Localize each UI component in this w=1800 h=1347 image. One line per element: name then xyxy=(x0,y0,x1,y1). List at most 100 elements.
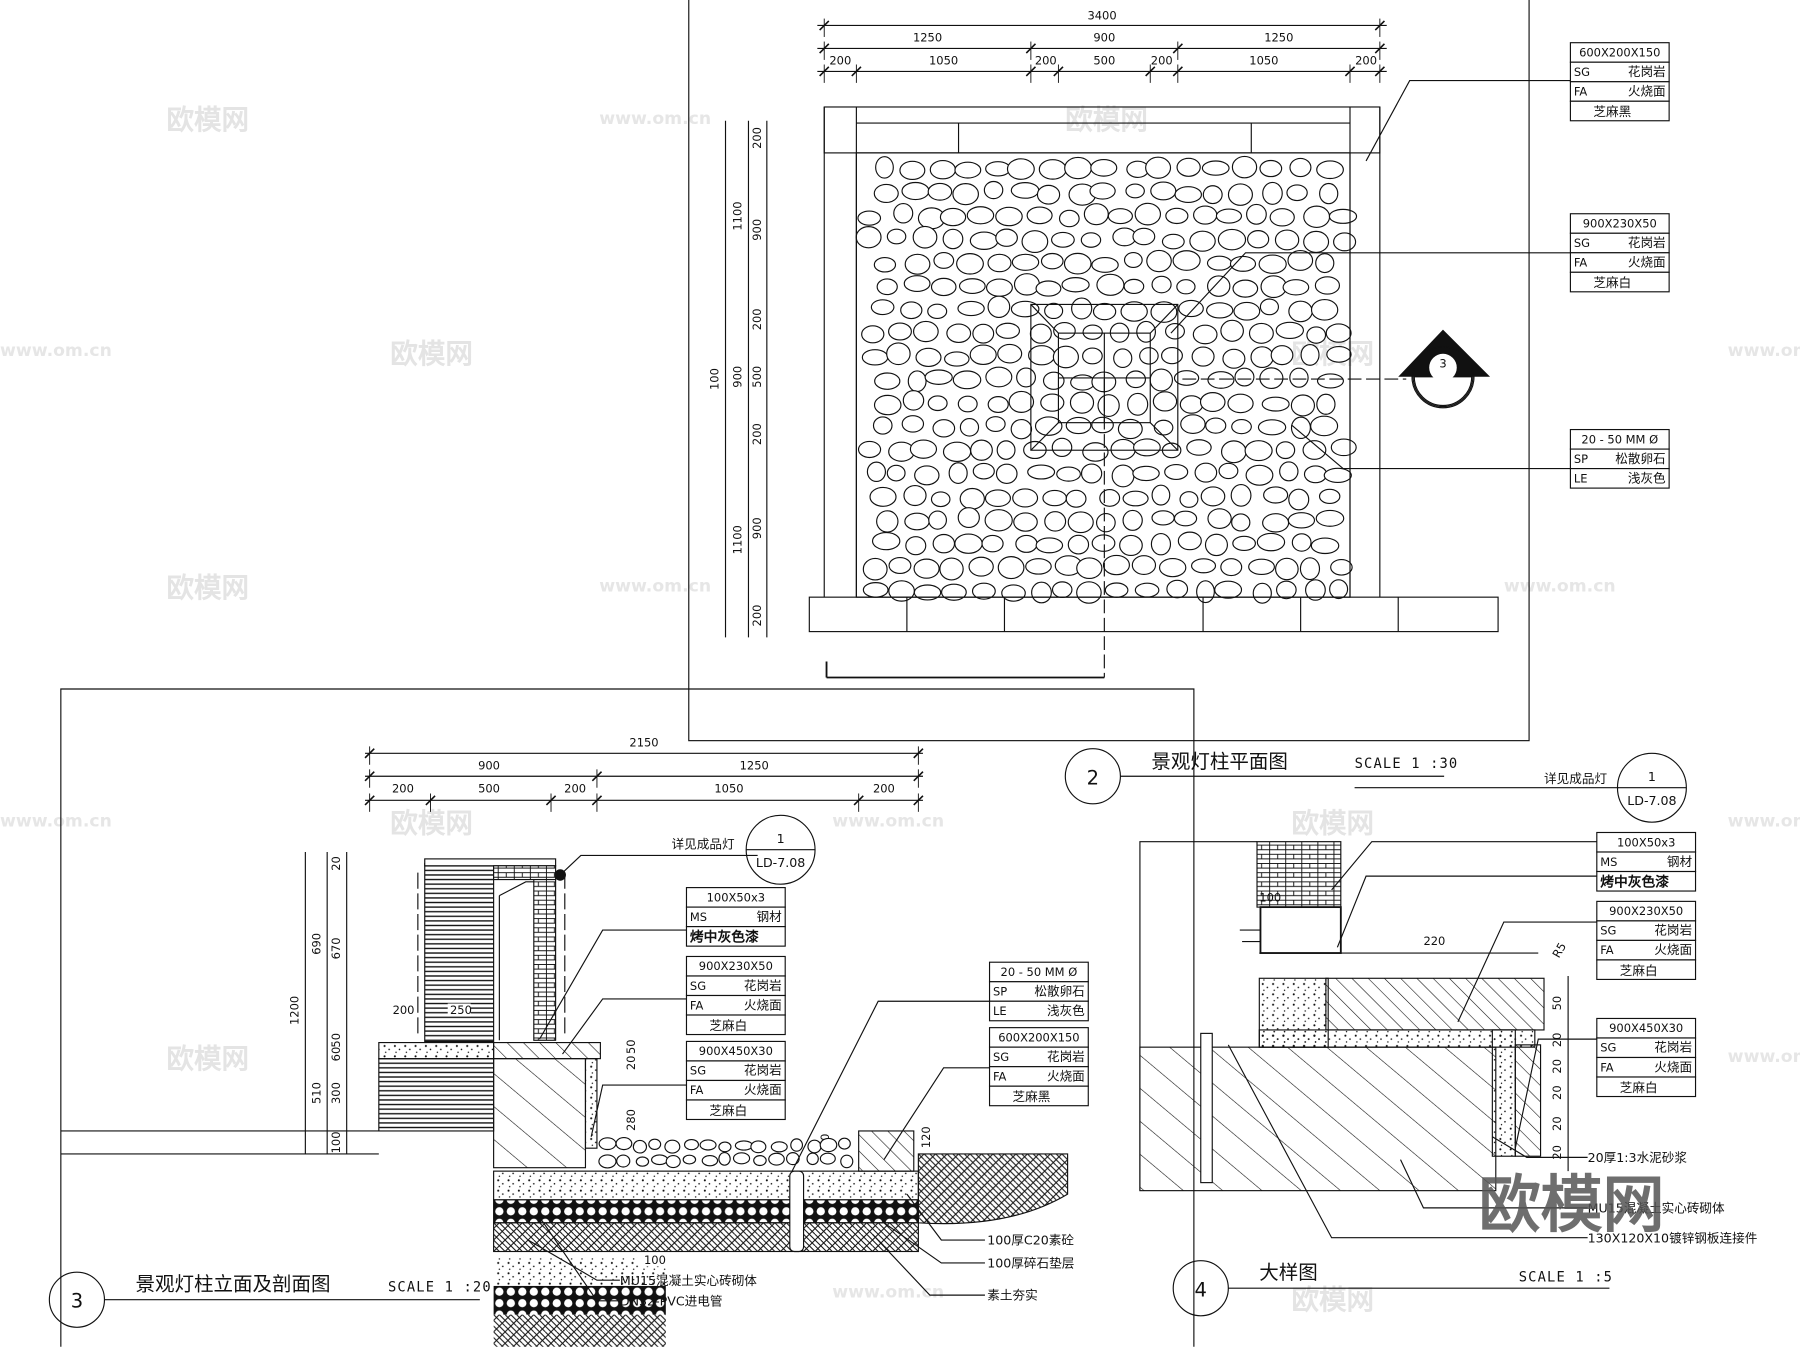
pebble xyxy=(948,462,968,485)
svg-text:欧模网: 欧模网 xyxy=(166,572,249,604)
tag-code: FA xyxy=(1600,1060,1614,1074)
svg-text:2150: 2150 xyxy=(629,735,658,749)
svg-text:www.om.cn: www.om.cn xyxy=(0,341,112,361)
pebble xyxy=(1314,276,1341,295)
pebble xyxy=(987,396,1009,414)
svg-text:900: 900 xyxy=(478,758,500,772)
tag-code: SG xyxy=(993,1050,1009,1064)
pebble xyxy=(1042,489,1068,507)
svg-text:20: 20 xyxy=(1550,1145,1564,1160)
pebble xyxy=(1158,557,1187,578)
tag-code: SG xyxy=(1600,924,1616,938)
pebble xyxy=(1082,442,1109,462)
pebble xyxy=(1053,321,1076,340)
tag-value: 火烧面 xyxy=(1628,255,1666,270)
pebble xyxy=(1061,277,1090,293)
pebble xyxy=(1191,346,1215,367)
pebble xyxy=(1330,558,1353,576)
pebble xyxy=(957,507,980,529)
pebble xyxy=(1287,249,1314,271)
pebble xyxy=(1013,273,1040,296)
pebble xyxy=(734,1140,754,1151)
tag-code: FA xyxy=(690,998,704,1012)
pebble xyxy=(1028,345,1056,366)
pebble xyxy=(1258,254,1287,274)
svg-text:www.om.cn: www.om.cn xyxy=(0,812,112,832)
pebble xyxy=(1139,347,1159,365)
svg-text:20: 20 xyxy=(1550,1085,1564,1100)
pebble xyxy=(1227,183,1253,206)
pebble xyxy=(632,1139,648,1154)
pebble xyxy=(873,183,899,204)
pebble xyxy=(958,278,986,294)
svg-text:SCALE 1 :30: SCALE 1 :30 xyxy=(1355,756,1459,772)
pebble xyxy=(1177,531,1202,551)
pebble xyxy=(1279,461,1299,482)
pebble xyxy=(940,583,967,601)
detail-callouts: 20厚1:3水泥砂浆 MU15混凝土实心砖砌体 130X120X10镀锌钢板连接… xyxy=(1588,1150,1758,1245)
pebble xyxy=(1123,252,1143,269)
pebble xyxy=(1282,279,1310,296)
tag-code: SG xyxy=(690,979,706,993)
pebble xyxy=(1275,441,1296,460)
tag-material: 芝麻白 xyxy=(1620,1080,1658,1095)
pebble xyxy=(1207,275,1231,297)
pebble xyxy=(1318,488,1341,505)
pebble xyxy=(904,512,930,531)
pebble xyxy=(1076,557,1103,580)
svg-text:200: 200 xyxy=(750,127,764,149)
pebble xyxy=(1180,414,1206,434)
pebble xyxy=(1013,512,1038,532)
pebble xyxy=(1034,416,1063,436)
svg-text:200: 200 xyxy=(392,781,414,795)
svg-text:欧模网: 欧模网 xyxy=(166,1043,249,1075)
tag-value: 花岗岩 xyxy=(744,1063,782,1078)
pebble xyxy=(1080,463,1103,484)
detail-lamp-reference: 详见成品灯 1 LD-7.08 xyxy=(1354,752,1687,823)
pebble xyxy=(1150,301,1178,323)
pebble xyxy=(1026,206,1053,225)
tag-spec: 100X50x3 xyxy=(707,890,765,904)
pebble xyxy=(1218,462,1239,480)
pebble xyxy=(1232,535,1256,552)
pebble xyxy=(1222,348,1246,369)
pebble xyxy=(1231,513,1251,532)
svg-text:欧模网: 欧模网 xyxy=(1291,1284,1374,1316)
svg-text:1100: 1100 xyxy=(731,201,745,230)
pebble xyxy=(1206,302,1234,319)
pebble xyxy=(995,206,1023,227)
pebble xyxy=(1256,532,1286,552)
pebble xyxy=(1006,158,1035,180)
plan-dimensions-top: 3400 1250 900 1250 200 1050 200 500 200 … xyxy=(817,9,1387,83)
pebble xyxy=(1231,155,1258,179)
pebble xyxy=(1250,346,1274,369)
pebble xyxy=(1125,370,1146,389)
pebble xyxy=(651,1154,669,1166)
pebble xyxy=(886,228,907,245)
pebble xyxy=(1202,185,1223,205)
svg-text:LD-7.08: LD-7.08 xyxy=(1627,793,1676,808)
pebble xyxy=(946,323,972,344)
pebble xyxy=(790,1138,804,1152)
tag-value: 火烧面 xyxy=(1654,1059,1692,1074)
pebble xyxy=(718,1141,732,1153)
pebble xyxy=(857,210,882,226)
tag-value: 钢材 xyxy=(757,909,783,924)
pebble xyxy=(1117,418,1143,440)
pebble xyxy=(1113,348,1133,369)
pebble xyxy=(1201,160,1230,176)
pebble xyxy=(915,347,942,367)
pebble xyxy=(1220,319,1244,342)
tag-spec: 100X50x3 xyxy=(1617,835,1675,849)
pebble xyxy=(1123,278,1145,294)
svg-text:280: 280 xyxy=(624,1109,638,1131)
tag-code: FA xyxy=(1600,943,1614,957)
pebble xyxy=(987,253,1012,273)
pebble xyxy=(886,464,906,482)
dimension-100: 100 xyxy=(644,1253,666,1267)
tag-value: 花岗岩 xyxy=(744,978,782,993)
dimension-250: 250 xyxy=(450,1003,472,1017)
svg-text:R5: R5 xyxy=(1549,940,1569,960)
